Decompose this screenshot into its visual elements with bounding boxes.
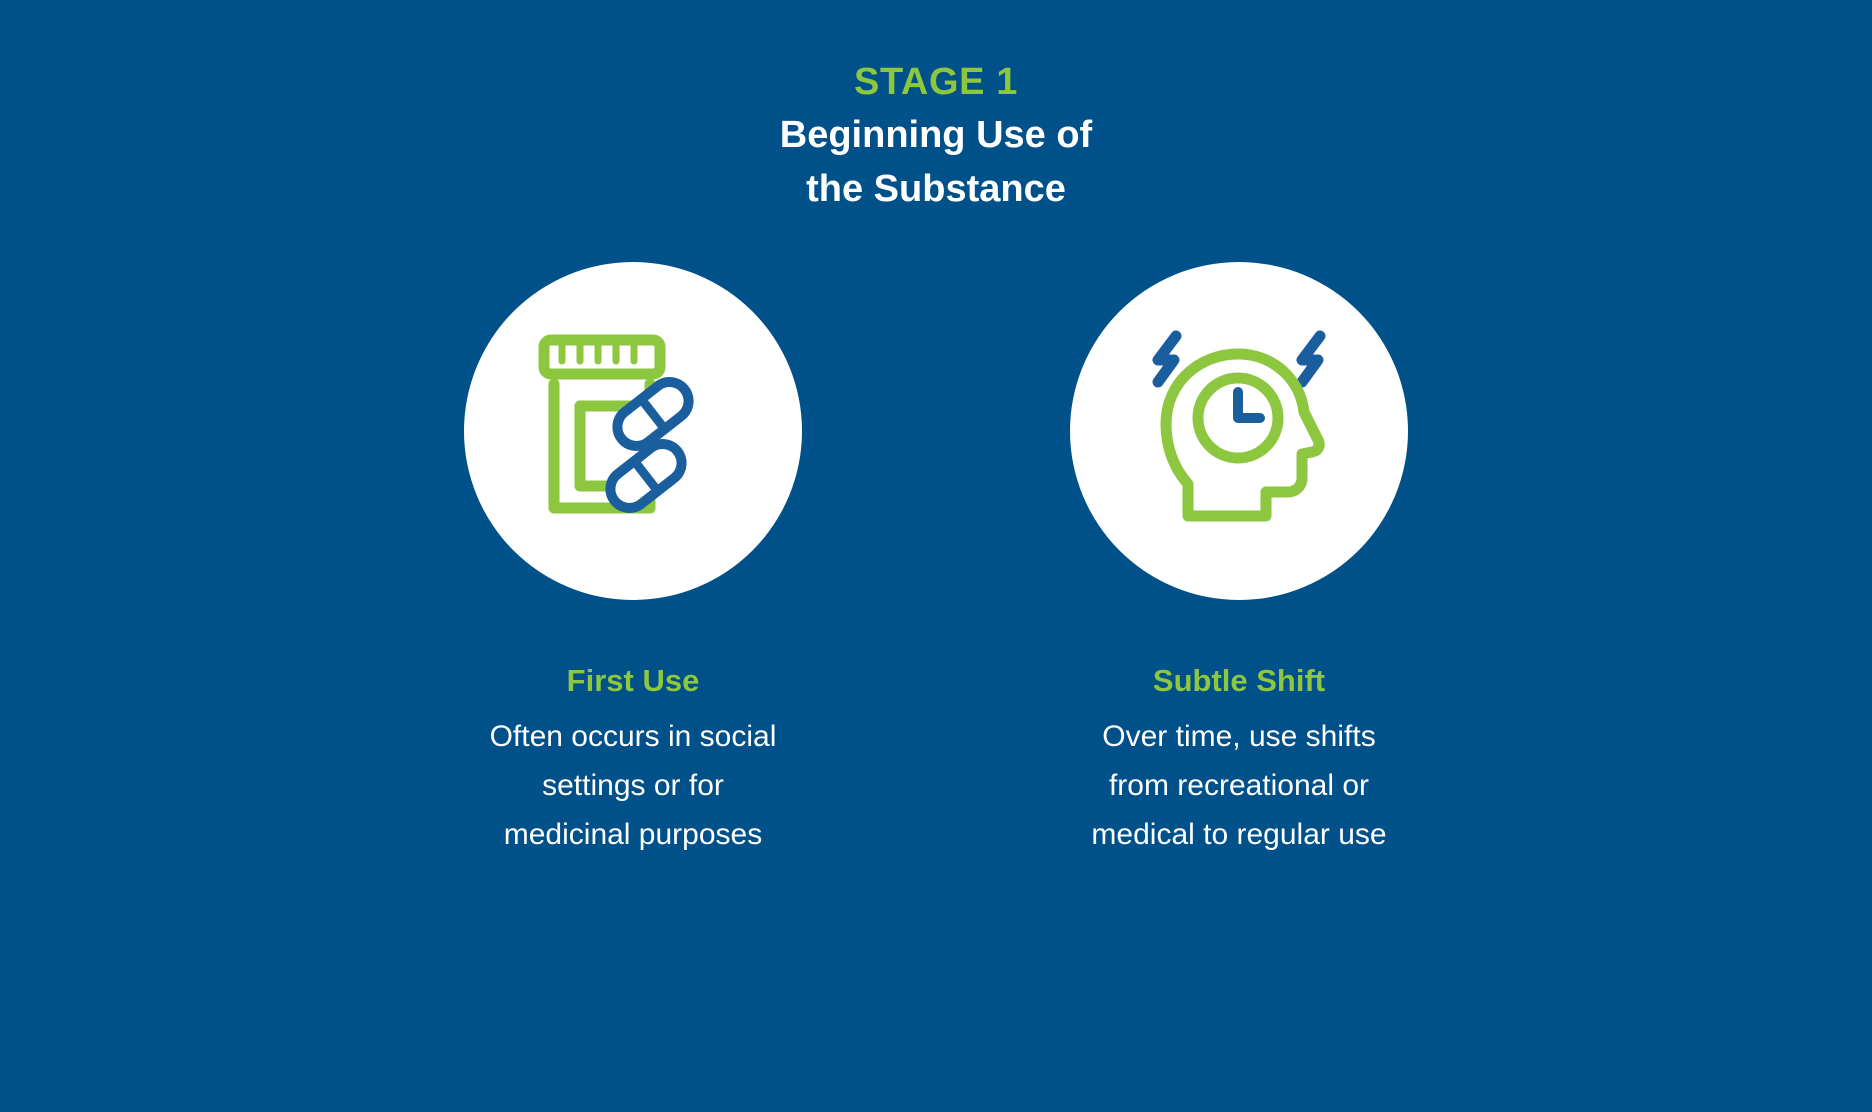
caption-body-right-line-3: medical to regular use bbox=[1091, 817, 1387, 851]
lightning-bolt-left bbox=[1152, 330, 1182, 388]
caption-body-left-line-2: settings or for bbox=[542, 768, 724, 802]
head-profile-outline bbox=[1160, 348, 1325, 522]
icon-circle-right bbox=[1070, 262, 1408, 600]
page-title-line-2: the Substance bbox=[806, 167, 1066, 210]
pill-bottle-icon bbox=[538, 334, 694, 514]
caption-title-right: Subtle Shift bbox=[1152, 663, 1326, 698]
page-title-line-1: Beginning Use of bbox=[779, 113, 1093, 156]
caption-first-use: First Use Often occurs in social setting… bbox=[418, 662, 848, 859]
caption-body-right: Over time, use shifts from recreational … bbox=[1024, 713, 1454, 860]
head-clock-icon bbox=[1152, 330, 1326, 522]
header: STAGE 1 Beginning Use of the Substance bbox=[0, 60, 1872, 217]
clock-circle bbox=[1192, 372, 1284, 464]
page-title: Beginning Use of the Substance bbox=[0, 109, 1872, 217]
lightning-bolt-right bbox=[1296, 330, 1326, 388]
caption-subtle-shift: Subtle Shift Over time, use shifts from … bbox=[1024, 662, 1454, 859]
caption-body-left: Often occurs in social settings or for m… bbox=[418, 713, 848, 860]
stage-label: STAGE 1 bbox=[854, 61, 1018, 103]
caption-body-right-line-1: Over time, use shifts bbox=[1102, 719, 1376, 753]
column-first-use: First Use Often occurs in social setting… bbox=[330, 262, 936, 859]
clock-hands bbox=[1233, 387, 1265, 423]
caption-title-left: First Use bbox=[566, 663, 700, 698]
column-subtle-shift: Subtle Shift Over time, use shifts from … bbox=[936, 262, 1542, 859]
caption-body-right-line-2: from recreational or bbox=[1108, 768, 1370, 802]
icon-circle-left bbox=[464, 262, 802, 600]
columns-container: First Use Often occurs in social setting… bbox=[0, 262, 1872, 859]
caption-body-left-line-3: medicinal purposes bbox=[503, 817, 763, 851]
capsule-upper bbox=[612, 377, 694, 451]
capsule-lower bbox=[605, 439, 687, 513]
caption-body-left-line-1: Often occurs in social bbox=[489, 719, 777, 753]
